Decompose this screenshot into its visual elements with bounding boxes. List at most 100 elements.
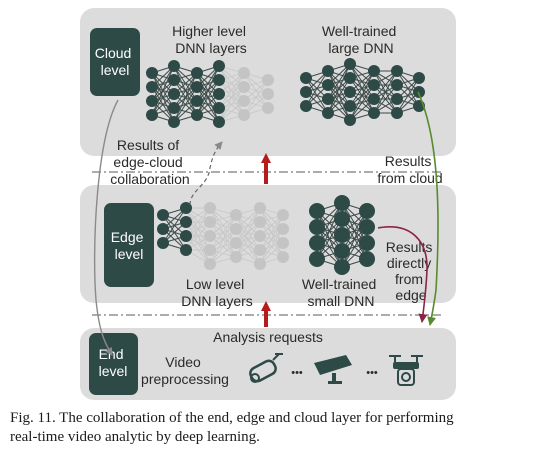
network-node: [191, 109, 203, 121]
network-node: [180, 230, 192, 242]
network-edge: [327, 63, 351, 114]
higher-level-dnn-network: [146, 60, 274, 128]
network-node: [213, 74, 225, 86]
network-node: [204, 202, 216, 214]
network-node: [213, 60, 225, 72]
network-node: [322, 65, 334, 77]
network-node: [262, 102, 274, 114]
network-edge: [185, 221, 211, 251]
network-node: [180, 202, 192, 214]
network-node: [300, 100, 312, 112]
network-node: [413, 86, 425, 98]
network-edge: [209, 214, 237, 251]
network-node: [168, 60, 180, 72]
network-node: [359, 203, 375, 219]
network-node: [309, 251, 325, 267]
network-node: [262, 74, 274, 86]
network-node: [368, 107, 380, 119]
network-node: [277, 223, 289, 235]
network-edge: [151, 79, 175, 116]
network-edge: [327, 63, 351, 100]
network-node: [334, 259, 350, 275]
network-node: [238, 67, 250, 79]
network-edge: [218, 72, 245, 109]
network-edge: [196, 65, 220, 102]
network-node: [146, 109, 158, 121]
network-node: [344, 100, 356, 112]
network-node: [391, 65, 403, 77]
network-node: [391, 93, 403, 105]
network-node: [191, 95, 203, 107]
network-node: [213, 102, 225, 114]
network-node: [168, 102, 180, 114]
network-edge: [259, 214, 284, 265]
edge-cloud-collab-arrow: [189, 141, 223, 206]
network-node: [230, 209, 242, 221]
network-edge: [209, 228, 237, 265]
cloud-level-box: [90, 28, 140, 96]
network-edge: [218, 72, 245, 123]
network-node: [157, 209, 169, 221]
network-node: [180, 244, 192, 256]
network-edge: [235, 207, 261, 258]
network-node: [344, 86, 356, 98]
network-node: [334, 227, 350, 243]
network-edge: [327, 77, 351, 114]
end-level-label: End level: [99, 346, 128, 379]
network-edge: [349, 70, 375, 121]
network-edge: [396, 77, 420, 114]
small-dnn-network: [309, 195, 375, 275]
network-node: [230, 237, 242, 249]
low-level-dnn-network: [157, 202, 289, 270]
network-node: [309, 235, 325, 251]
device-ellipsis-2: •••: [366, 367, 378, 379]
network-node: [309, 203, 325, 219]
drone-camera-icon: [389, 355, 423, 386]
network-node: [277, 209, 289, 221]
network-node: [157, 237, 169, 249]
network-node: [230, 251, 242, 263]
network-node: [334, 195, 350, 211]
network-edge: [151, 65, 175, 102]
low-dnn-label: Low level DNN layers: [181, 276, 253, 309]
network-node: [213, 88, 225, 100]
network-node: [359, 235, 375, 251]
network-node: [204, 258, 216, 270]
end-panel: [80, 328, 456, 400]
network-node: [413, 72, 425, 84]
network-edge: [162, 207, 187, 244]
network-edge: [209, 214, 237, 265]
network-node: [254, 258, 266, 270]
network-node: [359, 251, 375, 267]
edge-level-label: Edge level: [111, 229, 148, 262]
network-edge: [185, 207, 211, 251]
network-node: [146, 67, 158, 79]
network-node: [344, 114, 356, 126]
network-edge: [373, 84, 398, 114]
network-edge: [305, 70, 329, 107]
figure-caption: Fig. 11. The collaboration of the end, e…: [10, 409, 546, 447]
network-node: [334, 211, 350, 227]
network-node: [334, 243, 350, 259]
network-edge: [243, 79, 269, 116]
network-node: [391, 79, 403, 91]
network-node: [368, 79, 380, 91]
network-node: [368, 93, 380, 105]
results-cloud-label: Results from cloud: [377, 153, 442, 186]
caption-line-2: real-time video analytic by deep learnin…: [10, 429, 260, 445]
network-node: [168, 116, 180, 128]
network-node: [277, 237, 289, 249]
video-preprocessing-label: Video preprocessing: [141, 354, 229, 387]
network-edge: [151, 65, 175, 116]
large-dnn-label: Well-trained large DNN: [322, 23, 400, 56]
cloud-results-arrow: [417, 91, 439, 326]
network-edge: [173, 72, 198, 109]
network-edge: [259, 228, 284, 265]
results-to-end-arrow: [93, 99, 119, 356]
edge-results-arrow: [377, 226, 428, 323]
network-edge: [373, 70, 398, 100]
network-node: [391, 107, 403, 119]
network-node: [322, 107, 334, 119]
network-node: [204, 216, 216, 228]
small-dnn-label: Well-trained small DNN: [302, 276, 380, 309]
